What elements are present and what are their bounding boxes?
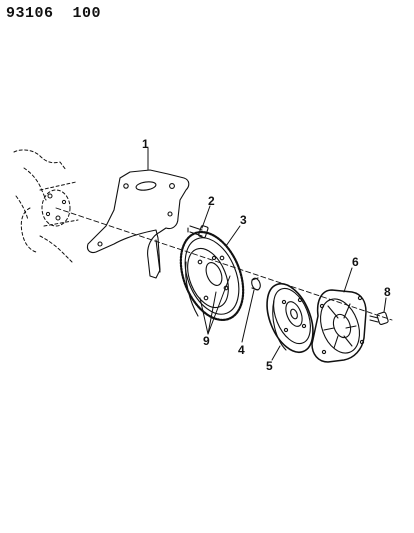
engine-block-holes — [45, 193, 67, 221]
part-code-number: 93106 — [6, 5, 54, 22]
engine-block-outline — [13, 149, 79, 263]
callout-2: 2 — [208, 194, 215, 208]
callout-6: 6 — [352, 255, 359, 269]
pressure-plate-bolt — [369, 311, 389, 325]
callout-8: 8 — [384, 285, 391, 299]
flywheel — [179, 230, 245, 322]
callout-4: 4 — [238, 343, 245, 357]
diagram-part-code: 93106 100 — [6, 5, 101, 22]
callout-3: 3 — [240, 213, 247, 227]
adapter-plate — [86, 169, 190, 279]
assembly-axis-line — [55, 207, 393, 321]
callout-5: 5 — [266, 359, 273, 373]
pilot-bushing — [251, 277, 261, 291]
callout-leader-lines — [147, 147, 387, 361]
clutch-disc — [266, 282, 314, 354]
sheet-number: 100 — [72, 5, 102, 22]
callout-9: 9 — [203, 334, 210, 348]
pressure-plate — [311, 289, 367, 363]
callout-1: 1 — [142, 137, 149, 151]
